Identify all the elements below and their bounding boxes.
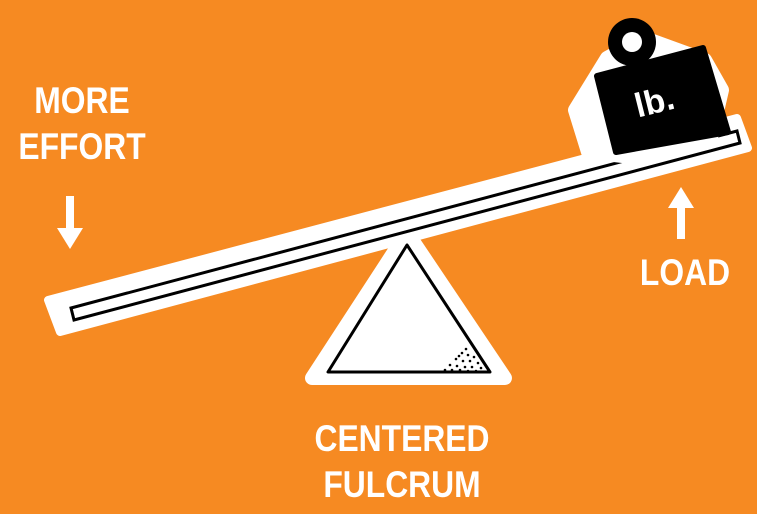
arrow-down-icon (57, 196, 83, 249)
effort-label: MORE EFFORT (13, 78, 151, 170)
load-label-text: LOAD (629, 250, 741, 296)
load-label: LOAD (629, 250, 741, 296)
fulcrum-label-line-2: FULCRUM (299, 462, 505, 508)
effort-label-line-2: EFFORT (13, 124, 151, 170)
effort-label-line-1: MORE (13, 78, 151, 124)
fulcrum-label-line-1: CENTERED (299, 416, 505, 462)
fulcrum-label: CENTERED FULCRUM (299, 416, 505, 508)
arrow-up-icon (668, 187, 694, 239)
